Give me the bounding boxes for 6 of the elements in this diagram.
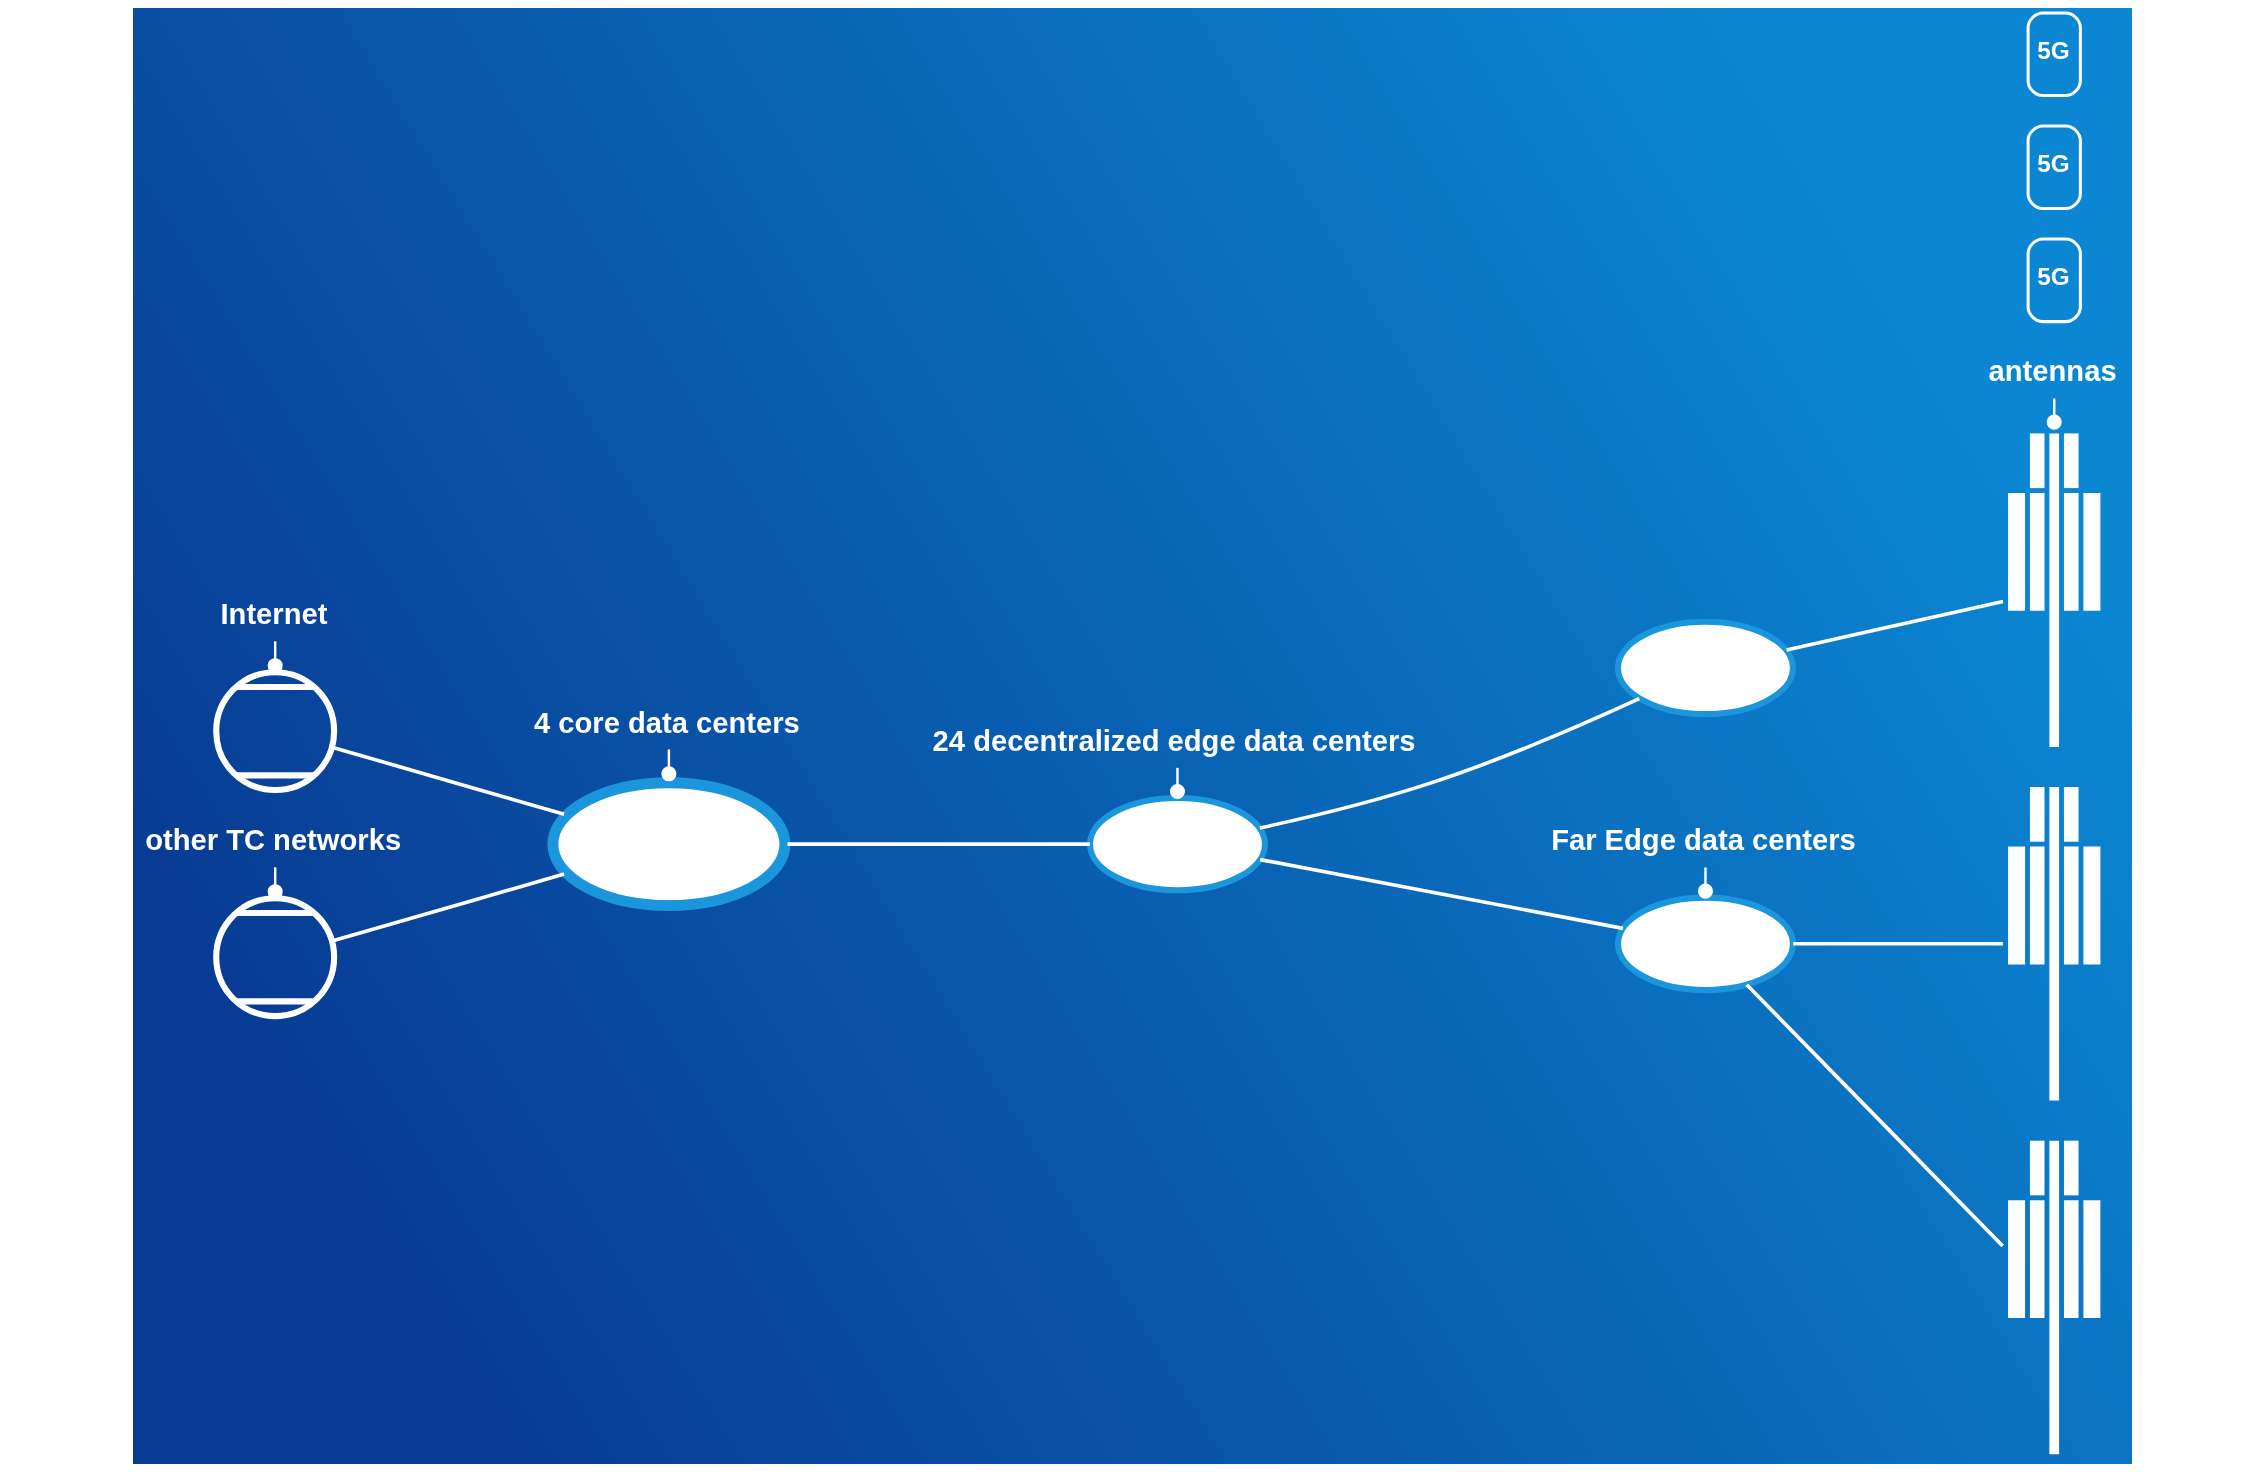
node-text: 4 core data centers [533,706,800,739]
node-text: Far Edge data centers [1550,824,1856,857]
node-text: Internet [219,598,327,631]
node-text: other TC networks [144,824,401,857]
node-text: antennas [1988,355,2117,388]
node-text: 24 decentralized edge data centers [932,724,1416,757]
